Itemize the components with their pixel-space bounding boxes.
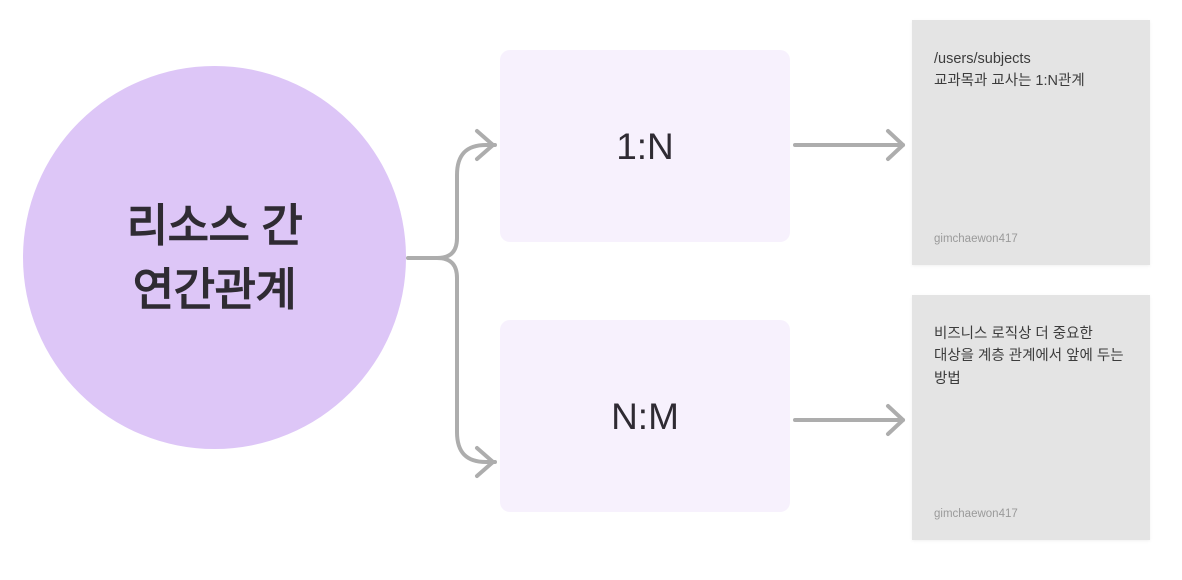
relation-box-1n[interactable]: 1:N bbox=[500, 50, 790, 242]
connector-root-to-1n bbox=[435, 143, 497, 260]
arrowhead-nm-to-note bbox=[886, 404, 905, 436]
note-card-1n-author: gimchaewon417 bbox=[934, 233, 1018, 246]
note-card-nm-author: gimchaewon417 bbox=[934, 508, 1018, 521]
arrowhead-root-to-nm bbox=[475, 446, 495, 478]
note-card-1n-line-1: /users/subjects bbox=[934, 51, 1031, 67]
note-card-nm-line-1: 비즈니스 로직상 더 중요한 대상을 계층 관계에서 앞에 두는 방법 bbox=[934, 326, 1124, 387]
root-node-circle[interactable]: 리소스 간 연간관계 bbox=[23, 66, 406, 449]
relation-box-nm-label: N:M bbox=[611, 395, 679, 437]
note-card-nm[interactable]: 비즈니스 로직상 더 중요한 대상을 계층 관계에서 앞에 두는 방법 gimc… bbox=[912, 295, 1150, 540]
note-card-1n-body: /users/subjects 교과목과 교사는 1:N관계 bbox=[934, 48, 1128, 233]
arrowhead-1n-to-note bbox=[886, 129, 905, 161]
relation-box-nm[interactable]: N:M bbox=[500, 320, 790, 512]
root-node-label-line1: 리소스 간 bbox=[126, 199, 303, 251]
root-node-label-line2: 연간관계 bbox=[132, 263, 297, 315]
note-card-1n-line-2: 교과목과 교사는 1:N관계 bbox=[934, 73, 1085, 90]
note-card-nm-body: 비즈니스 로직상 더 중요한 대상을 계층 관계에서 앞에 두는 방법 bbox=[934, 323, 1128, 508]
connector-root-to-nm bbox=[435, 256, 497, 464]
arrowhead-root-to-1n bbox=[475, 129, 495, 161]
note-card-1n[interactable]: /users/subjects 교과목과 교사는 1:N관계 gimchaewo… bbox=[912, 20, 1150, 265]
relation-box-1n-label: 1:N bbox=[616, 125, 674, 167]
